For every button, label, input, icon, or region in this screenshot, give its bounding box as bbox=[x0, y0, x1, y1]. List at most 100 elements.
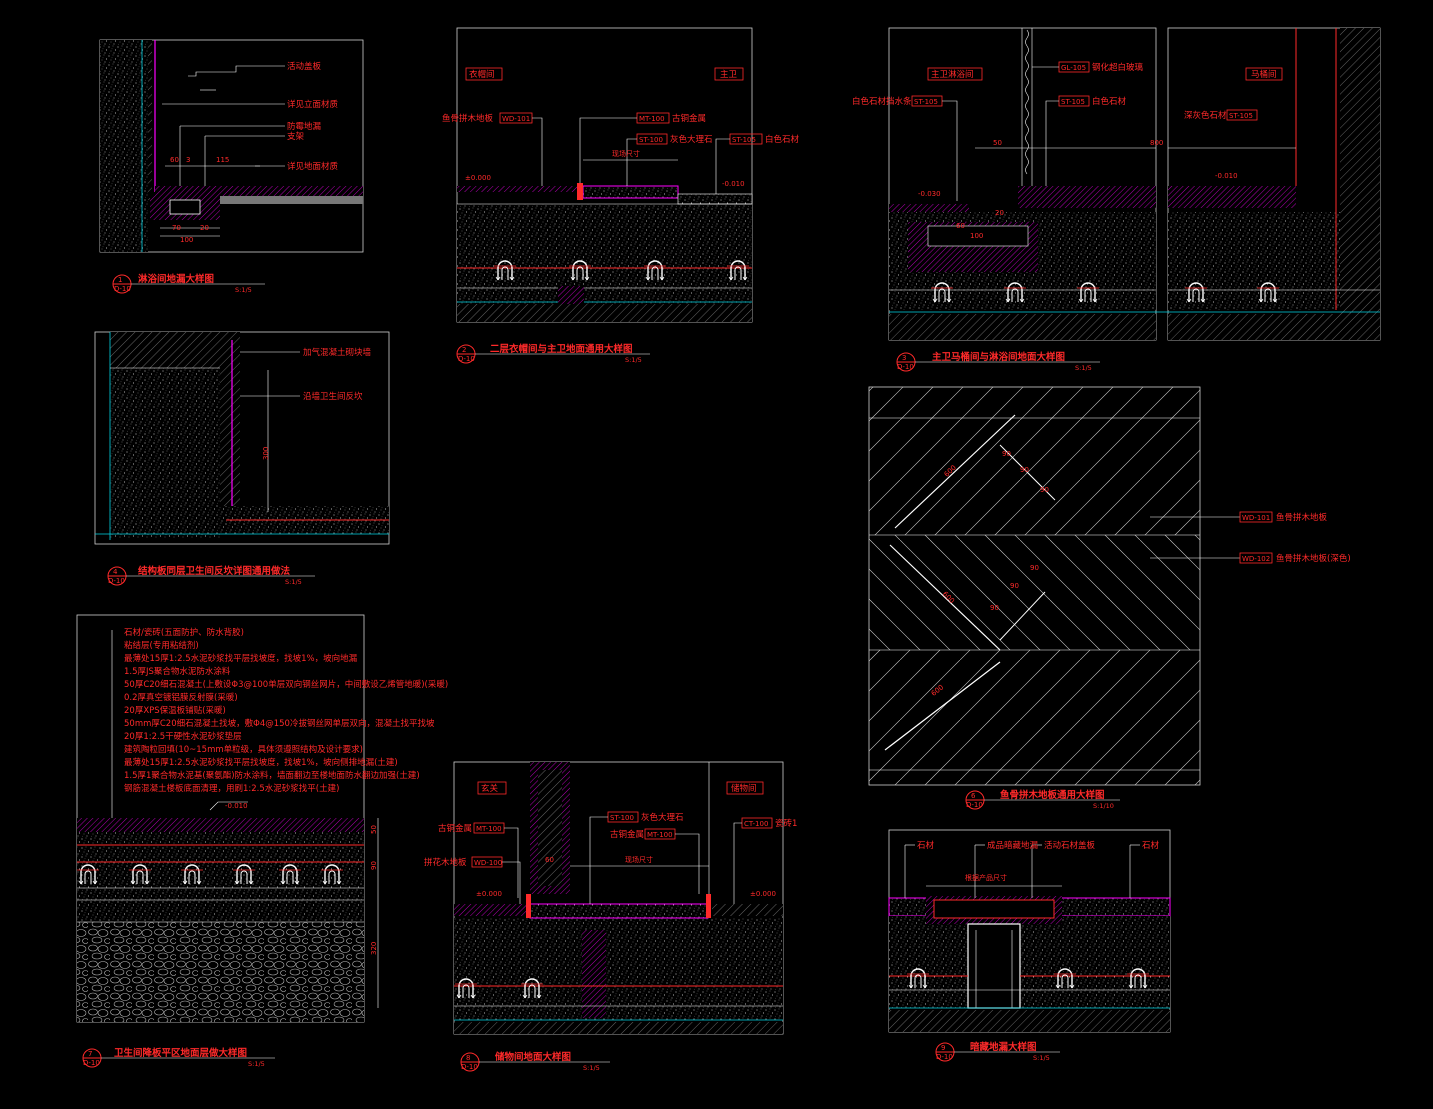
d3-level: -0.010 bbox=[1215, 172, 1238, 180]
d4-title-block: 4 D-10 结构板同层卫生间反坎详图通用做法 S:1/5 bbox=[107, 565, 315, 586]
svg-text:D-10: D-10 bbox=[966, 801, 983, 809]
d8-room: 储物间 bbox=[731, 783, 757, 794]
d8-level: ±0.000 bbox=[476, 890, 502, 898]
svg-text:S:1/10: S:1/10 bbox=[1093, 802, 1114, 810]
d8-tag: WD-100 bbox=[474, 859, 502, 867]
d6-dim: 90 bbox=[1040, 486, 1049, 494]
svg-text:S:1/5: S:1/5 bbox=[583, 1064, 600, 1072]
d1-dim: 100 bbox=[180, 236, 193, 244]
svg-text:6: 6 bbox=[971, 792, 976, 800]
d2-tag: ST-105 bbox=[732, 136, 756, 144]
d1-dim: 70 bbox=[172, 224, 181, 232]
svg-text:D-10: D-10 bbox=[897, 363, 914, 371]
d1-note: 防霉地漏 bbox=[287, 121, 322, 132]
d3-tag: GL-105 bbox=[1061, 64, 1086, 72]
d2-tag: MT-100 bbox=[639, 115, 665, 123]
concrete-wall bbox=[100, 40, 148, 252]
svg-text:1: 1 bbox=[118, 276, 122, 284]
detail-9-hidden-drain: 石材 成品暗藏地漏 活动石材盖板 石材 根据产品尺寸 9 D-10 暗藏地漏大样… bbox=[888, 829, 1171, 1062]
d2-room: 衣帽间 bbox=[469, 69, 495, 80]
d3-tag: ST-105 bbox=[1229, 112, 1253, 120]
detail-7-layer-build-up: 50 90 320 -0.010 石材/瓷砖(五面防护、防水背胶) 粘结层(专用… bbox=[76, 614, 448, 1068]
d7-layer: 钢筋混凝土楼板底面清理，用刷1:2.5水泥砂浆找平(土建) bbox=[124, 783, 339, 794]
d6-note: 鱼骨拼木地板(深色) bbox=[1276, 553, 1351, 564]
d7-dim: 90 bbox=[370, 861, 378, 870]
d7-layer: 1.5厚1聚合物水泥基(聚氨酯)防水涂料，墙面翻边至楼地面防水翻边加强(土建) bbox=[124, 770, 420, 781]
svg-text:D-10: D-10 bbox=[461, 1063, 478, 1071]
d7-layer: 20厚1:2.5干硬性水泥砂浆垫层 bbox=[124, 731, 242, 742]
d1-dim: 60 bbox=[170, 156, 179, 164]
detail-2-floor-section: 衣帽间 主卫 WD-101 鱼骨拼木地板 MT-100 古铜金属 ST-100 … bbox=[442, 27, 800, 364]
d7-layer: 粘结层(专用粘结剂) bbox=[124, 640, 199, 651]
d3-dim: 20 bbox=[995, 209, 1004, 217]
d8-title-block: 8 D-10 储物间地面大样图 S:1/5 bbox=[460, 1051, 610, 1072]
d7-title-block: 7 D-10 卫生间降板平区地面层做大样图 S:1/5 bbox=[82, 1047, 275, 1068]
d2-tag: ST-100 bbox=[639, 136, 663, 144]
svg-text:D-10: D-10 bbox=[114, 285, 131, 293]
d4-note: 沿墙卫生间反坎 bbox=[303, 391, 363, 402]
d7-dim: 320 bbox=[370, 942, 378, 955]
d3-room: 马桶间 bbox=[1251, 69, 1277, 80]
d4-note: 加气混凝土砌块墙 bbox=[303, 347, 372, 358]
d7-level: -0.010 bbox=[225, 802, 248, 810]
svg-text:二层衣帽间与主卫地面通用大样图: 二层衣帽间与主卫地面通用大样图 bbox=[490, 343, 633, 355]
svg-text:S:1/5: S:1/5 bbox=[248, 1060, 265, 1068]
d8-room: 玄关 bbox=[481, 783, 499, 794]
d7-layer: 石材/瓷砖(五面防护、防水背胶) bbox=[124, 627, 244, 638]
d7-layer: 最薄处15厚1:2.5水泥砂浆找平层找坡度，找坡1%，坡向侧排地漏(土建) bbox=[124, 757, 398, 768]
d3-note: 深灰色石材 bbox=[1184, 110, 1227, 121]
d7-layer: 最薄处15厚1:2.5水泥砂浆找平层找坡度，找坡1%，坡向地漏 bbox=[124, 653, 358, 664]
d3-note: 钢化超白玻璃 bbox=[1092, 62, 1144, 73]
d2-note: 灰色大理石 bbox=[670, 134, 713, 145]
detail-1-floor-drain: 活动盖板 详见立面材质 防霉地漏 支架 详见地面材质 60 3 115 70 2… bbox=[99, 39, 364, 294]
svg-text:鱼骨拼木地板通用大样图: 鱼骨拼木地板通用大样图 bbox=[1000, 789, 1105, 801]
d3-note: 白色石材 bbox=[1092, 96, 1127, 107]
detail-8-storage-floor: 玄关 储物间 ST-100 灰色大理石 MT-100 古铜金属 MT-100 古… bbox=[424, 761, 797, 1072]
d1-note: 详见立面材质 bbox=[287, 99, 339, 110]
svg-text:S:1/5: S:1/5 bbox=[1075, 364, 1092, 372]
d2-room: 主卫 bbox=[720, 69, 738, 80]
svg-text:D-10: D-10 bbox=[936, 1053, 953, 1061]
d6-dim: 90 bbox=[1030, 564, 1039, 572]
d6-tag: WD-102 bbox=[1242, 555, 1270, 563]
detail-3-shower-toilet: 主卫淋浴间 马桶间 GL-105 钢化超白玻璃 ST-105 白色石材 ST-1… bbox=[852, 27, 1381, 372]
d7-layer: 1.5厚JS聚合物水泥防水涂料 bbox=[124, 666, 231, 677]
d9-note: 石材 bbox=[1142, 840, 1160, 851]
svg-text:主卫马桶间与淋浴间地面大样图: 主卫马桶间与淋浴间地面大样图 bbox=[932, 351, 1065, 363]
d1-dim: 115 bbox=[216, 156, 229, 164]
d4-dim: 300 bbox=[262, 447, 270, 460]
d2-level: -0.010 bbox=[722, 180, 745, 188]
svg-text:淋浴间地漏大样图: 淋浴间地漏大样图 bbox=[138, 273, 214, 285]
d6-dim: 90 bbox=[1010, 582, 1019, 590]
d7-layer: 20厚XPS保温板铺贴(采暖) bbox=[124, 705, 226, 716]
d8-note: 古铜金属 bbox=[610, 829, 644, 840]
d6-dim: 90 bbox=[1002, 450, 1011, 458]
svg-text:D-10: D-10 bbox=[83, 1059, 100, 1067]
detail-6-herringbone: 600 90 90 90 600 90 90 90 600 WD-101 WD-… bbox=[868, 386, 1351, 810]
svg-text:S:1/5: S:1/5 bbox=[625, 356, 642, 364]
svg-text:2: 2 bbox=[462, 346, 466, 354]
d2-note: 现场尺寸 bbox=[612, 149, 640, 158]
d7-layer: 0.2厚真空镀铝膜反射膜(采暖) bbox=[124, 692, 238, 703]
d7-layer: 50厚C20细石混凝土(上敷设Φ3@100单层双向钢丝网片，中间敷设乙烯管地暖)… bbox=[124, 679, 448, 690]
svg-text:D-10: D-10 bbox=[108, 577, 125, 585]
d6-tag: WD-101 bbox=[1242, 514, 1270, 522]
d8-tag: CT-100 bbox=[744, 820, 768, 828]
d1-dim: 3 bbox=[186, 156, 190, 164]
d8-note: 古铜金属 bbox=[438, 823, 472, 834]
d7-layer: 建筑陶粒回填(10~15mm单粒级，具体须遵照结构及设计要求) bbox=[124, 744, 363, 755]
d3-tag: ST-105 bbox=[1061, 98, 1085, 106]
d6-dim: 90 bbox=[1020, 466, 1029, 474]
svg-text:7: 7 bbox=[88, 1050, 92, 1058]
d3-tag: ST-105 bbox=[914, 98, 938, 106]
detail-4-curb: 加气混凝土砌块墙 沿墙卫生间反坎 300 4 D-10 结构板同层卫生间反坎详图… bbox=[94, 331, 390, 586]
svg-text:D-10: D-10 bbox=[458, 355, 475, 363]
svg-text:暗藏地漏大样图: 暗藏地漏大样图 bbox=[970, 1041, 1037, 1053]
d3-room: 主卫淋浴间 bbox=[931, 69, 974, 80]
d8-tag: ST-100 bbox=[610, 814, 634, 822]
d3-dim: 50 bbox=[993, 139, 1002, 147]
d2-note: 古铜金属 bbox=[672, 113, 706, 124]
d3-dim: 60 bbox=[956, 222, 965, 230]
d8-tag: MT-100 bbox=[647, 831, 673, 839]
